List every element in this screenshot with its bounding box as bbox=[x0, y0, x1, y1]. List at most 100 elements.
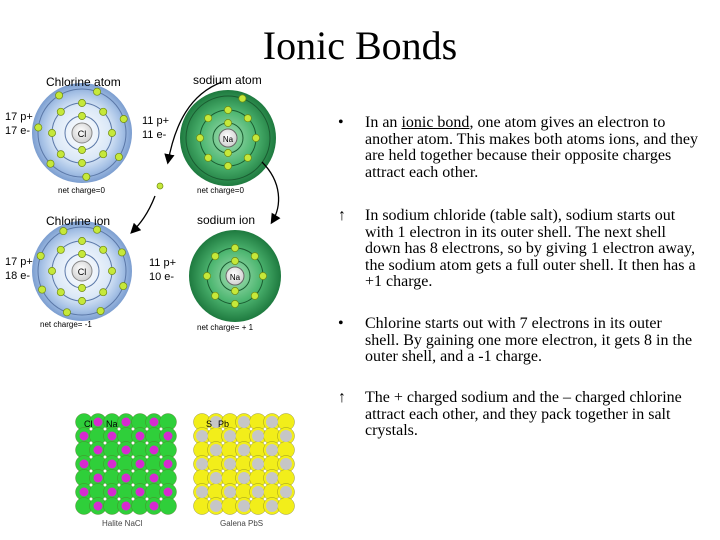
electron bbox=[204, 114, 213, 123]
sodium-atom-label: sodium atom bbox=[193, 73, 262, 87]
electron bbox=[252, 134, 260, 142]
electron bbox=[99, 245, 108, 254]
lattice-ion-small bbox=[79, 459, 89, 469]
lattice-ion-small bbox=[135, 487, 145, 497]
electron bbox=[78, 284, 86, 292]
electron bbox=[56, 288, 65, 297]
electron bbox=[78, 112, 86, 120]
electron bbox=[250, 291, 259, 300]
chlorine-ion-electrons bbox=[36, 225, 128, 317]
lattice-ion-small bbox=[163, 431, 173, 441]
lattice-ion-large bbox=[159, 497, 177, 515]
lattice-ion-small bbox=[280, 486, 292, 498]
halite-lattice bbox=[75, 413, 177, 515]
lattice-ion-small bbox=[196, 486, 208, 498]
electron bbox=[34, 123, 43, 132]
lattice-ion-small bbox=[252, 458, 264, 470]
lattice-ion-small bbox=[224, 486, 236, 498]
lattice-ion-small bbox=[210, 444, 222, 456]
lattice-ion-small bbox=[238, 500, 250, 512]
electron bbox=[78, 237, 86, 245]
sodium-ion-electron-count: 10 e- bbox=[149, 271, 174, 283]
electron bbox=[48, 267, 56, 275]
bullet-text: In sodium chloride (table salt), sodium … bbox=[365, 207, 696, 290]
chlorine-ion-charge: net charge= -1 bbox=[40, 320, 92, 329]
sodium-atom-electron-count: 11 e- bbox=[142, 129, 167, 141]
chlorine-ion-nucleus bbox=[71, 260, 93, 282]
electron bbox=[55, 91, 64, 100]
sodium-ion-symbol: Na bbox=[230, 273, 241, 282]
lattice-ion-small bbox=[266, 500, 278, 512]
electron bbox=[99, 288, 108, 297]
electron bbox=[243, 153, 252, 162]
lattice-ion-small bbox=[196, 458, 208, 470]
electron bbox=[78, 159, 86, 167]
lattice-ion-small bbox=[196, 430, 208, 442]
lattice-ion-small bbox=[238, 416, 250, 428]
slide-title: Ionic Bonds bbox=[262, 23, 458, 68]
transferred-electron bbox=[156, 182, 164, 190]
lattice-ion-small bbox=[107, 487, 117, 497]
lattice-ion-small bbox=[121, 501, 131, 511]
electron bbox=[56, 107, 65, 116]
lattice-ion-small bbox=[149, 473, 159, 483]
chlorine-atom-symbol: Cl bbox=[78, 129, 87, 139]
electron bbox=[38, 285, 47, 294]
electron bbox=[211, 252, 220, 261]
lattice-ion-small bbox=[93, 473, 103, 483]
chlorine-ion-electron-count: 18 e- bbox=[5, 270, 30, 282]
bullet-marker: ↑ bbox=[338, 207, 346, 224]
chlorine-atom-nucleus bbox=[71, 122, 93, 144]
bullet-text: Chlorine starts out with 7 electrons in … bbox=[365, 315, 693, 365]
electron bbox=[82, 172, 91, 181]
electron bbox=[224, 119, 232, 127]
sodium-atom-charge: net charge=0 bbox=[197, 186, 244, 195]
electron bbox=[243, 114, 252, 123]
lattice-ion-small bbox=[93, 445, 103, 455]
galena-tag-s: S bbox=[206, 419, 212, 429]
electron bbox=[96, 306, 105, 315]
sodium-atom-nucleus bbox=[218, 128, 238, 148]
sodium-ion: Na bbox=[189, 230, 281, 322]
lattice-ion-small bbox=[121, 417, 131, 427]
electron bbox=[231, 257, 239, 265]
galena-lattice bbox=[193, 413, 295, 515]
galena-tag-pb: Pb bbox=[218, 419, 229, 429]
chlorine-atom-shell-3 bbox=[37, 88, 127, 178]
sodium-atom-electrons bbox=[196, 94, 260, 170]
electron bbox=[78, 146, 86, 154]
chlorine-ion: Cl bbox=[32, 221, 132, 321]
electron bbox=[78, 99, 86, 107]
lattice-ion-small bbox=[224, 430, 236, 442]
electron bbox=[224, 149, 232, 157]
electron bbox=[93, 87, 102, 96]
electron bbox=[36, 251, 45, 260]
electron bbox=[48, 129, 56, 137]
electron bbox=[78, 250, 86, 258]
lattice-ion-small bbox=[210, 500, 222, 512]
transfer-arrow-top bbox=[164, 81, 223, 165]
electron bbox=[56, 245, 65, 254]
electron bbox=[114, 152, 123, 161]
lattice-ion-small bbox=[163, 487, 173, 497]
chlorine-ion-protons: 17 p+ bbox=[5, 256, 33, 268]
electron bbox=[93, 225, 102, 234]
sodium-ion-charge: net charge= + 1 bbox=[197, 323, 254, 332]
galena-caption: Galena PbS bbox=[220, 519, 263, 528]
sodium-atom-protons: 11 p+ bbox=[142, 115, 169, 127]
chlorine-atom-electrons bbox=[34, 87, 128, 181]
bullet-text-lead: In an bbox=[365, 114, 402, 131]
lattice-ion-small bbox=[121, 445, 131, 455]
lattice-ion-small bbox=[149, 501, 159, 511]
electron bbox=[108, 267, 116, 275]
electron bbox=[231, 244, 239, 252]
electron bbox=[196, 134, 204, 142]
ionic-bond-diagram: Cl Na Cl Na Chlorine atom sodium atom C bbox=[5, 73, 281, 332]
lattice-ion-small bbox=[280, 458, 292, 470]
ionic-bond-link[interactable]: ionic bond bbox=[401, 114, 470, 131]
lattice-ion-small bbox=[135, 459, 145, 469]
electron bbox=[59, 227, 68, 236]
electron bbox=[203, 272, 211, 280]
electron bbox=[224, 106, 232, 114]
electron bbox=[117, 248, 126, 257]
